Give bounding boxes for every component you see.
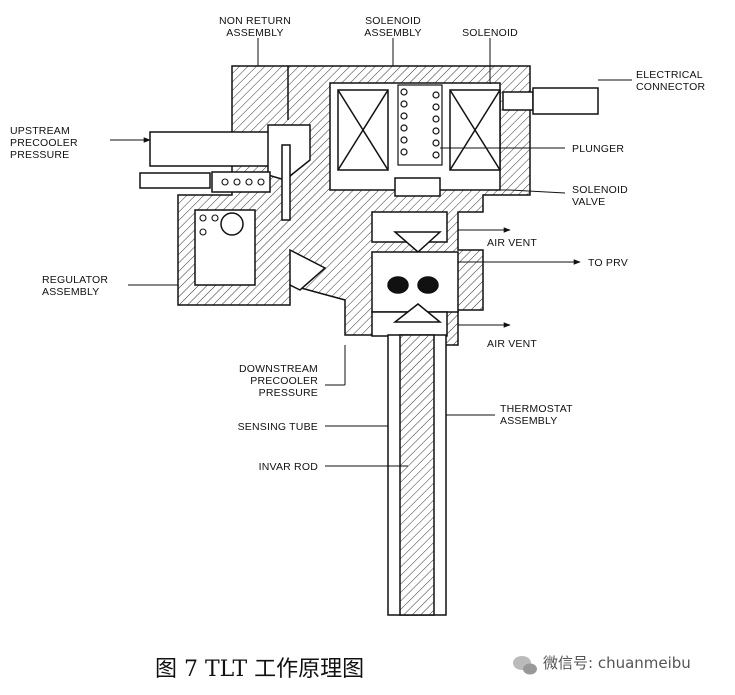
svg-text:SOLENOID: SOLENOID	[365, 15, 421, 27]
svg-text:DOWNSTREAM: DOWNSTREAM	[239, 363, 318, 375]
regulator-assembly	[194, 124, 327, 291]
label-plunger: PLUNGER	[572, 143, 624, 155]
svg-text:PRESSURE: PRESSURE	[10, 149, 69, 161]
svg-text:ASSEMBLY: ASSEMBLY	[500, 415, 557, 427]
figure-caption: 图 7 TLT 工作原理图	[155, 657, 364, 682]
svg-text:PRECOOLER: PRECOOLER	[250, 375, 318, 387]
svg-text:THERMOSTAT: THERMOSTAT	[500, 403, 573, 415]
thermostat-tube	[387, 334, 447, 616]
label-air-vent-bottom: AIR VENT	[487, 338, 537, 350]
svg-text:VALVE: VALVE	[572, 196, 605, 208]
svg-text:ASSEMBLY: ASSEMBLY	[42, 286, 99, 298]
upstream-inlet	[139, 131, 279, 189]
svg-text:PRECOOLER: PRECOOLER	[10, 137, 78, 149]
label-solenoid-valve: SOLENOID VALVE	[572, 184, 628, 208]
svg-text:ASSEMBLY: ASSEMBLY	[226, 27, 283, 39]
solenoid-valve	[371, 177, 459, 337]
wechat-icon	[513, 656, 537, 675]
svg-text:CONNECTOR: CONNECTOR	[636, 81, 705, 93]
electrical-connector	[502, 87, 599, 115]
label-electrical-connector: ELECTRICAL CONNECTOR	[636, 69, 705, 93]
plunger-spring	[397, 84, 443, 166]
label-air-vent-top: AIR VENT	[487, 237, 537, 249]
label-regulator: REGULATOR ASSEMBLY	[42, 274, 108, 298]
svg-text:ASSEMBLY: ASSEMBLY	[364, 27, 421, 39]
svg-text:UPSTREAM: UPSTREAM	[10, 125, 70, 137]
svg-text:SOLENOID: SOLENOID	[572, 184, 628, 196]
label-solenoid: SOLENOID	[462, 27, 518, 39]
label-to-prv: TO PRV	[588, 257, 628, 269]
watermark-text: 微信号: chuanmeibu	[543, 654, 691, 672]
leader-lines	[110, 38, 632, 467]
svg-text:PRESSURE: PRESSURE	[259, 387, 318, 399]
label-sensing-tube: SENSING TUBE	[238, 421, 318, 433]
label-thermostat: THERMOSTAT ASSEMBLY	[500, 403, 573, 427]
svg-text:REGULATOR: REGULATOR	[42, 274, 108, 286]
label-solenoid-assembly: SOLENOID ASSEMBLY	[364, 15, 421, 39]
svg-text:NON RETURN: NON RETURN	[219, 15, 291, 27]
label-upstream: UPSTREAM PRECOOLER PRESSURE	[10, 125, 78, 161]
label-downstream: DOWNSTREAM PRECOOLER PRESSURE	[239, 363, 318, 399]
label-non-return: NON RETURN ASSEMBLY	[219, 15, 291, 39]
svg-text:ELECTRICAL: ELECTRICAL	[636, 69, 703, 81]
label-invar-rod: INVAR ROD	[259, 461, 319, 473]
